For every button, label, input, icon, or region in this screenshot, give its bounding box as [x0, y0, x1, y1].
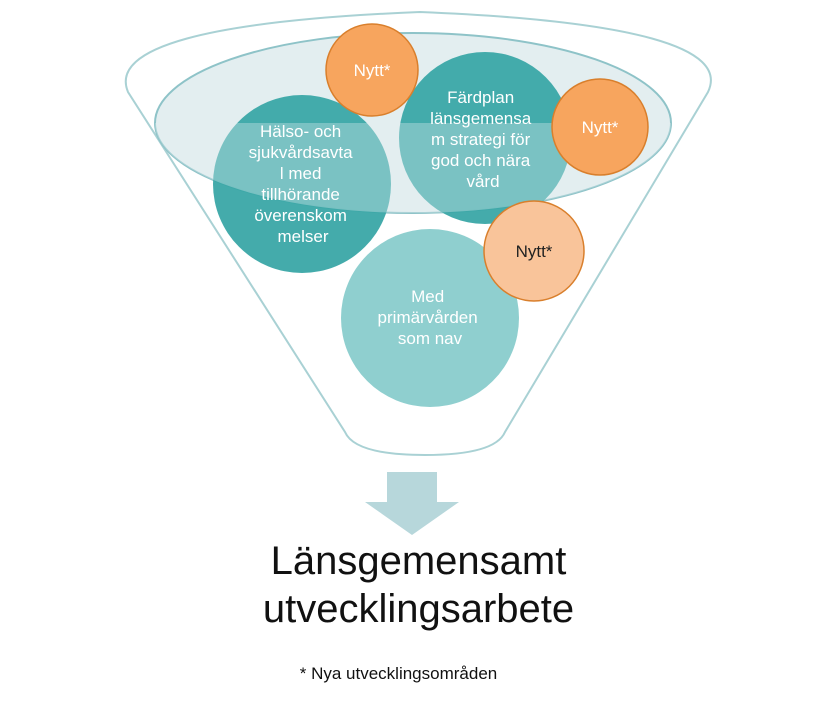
- circle-primarvard-line: som nav: [398, 329, 463, 348]
- circle-fardplan-line: god och nära: [431, 151, 531, 170]
- circle-halso-line: l med: [280, 164, 322, 183]
- result-title-line1: Länsgemensamt: [270, 539, 567, 583]
- circle-halso-line: melser: [277, 227, 328, 246]
- circle-halso-line: tillhörande: [261, 185, 339, 204]
- circle-halso-text: Hälso- och sjukvårdsavta l med tillhöran…: [249, 122, 358, 246]
- circle-primarvard: [341, 229, 519, 407]
- circle-fardplan-line: vård: [466, 172, 499, 191]
- circle-fardplan-line: länsgemensa: [430, 109, 532, 128]
- circle-primarvard-line: primärvården: [378, 308, 478, 327]
- circle-primarvard-text: Med primärvården som nav: [378, 287, 483, 348]
- badge-nytt-1-label: Nytt*: [354, 61, 391, 80]
- circle-fardplan: [399, 52, 571, 224]
- badge-nytt-3: [483, 200, 585, 302]
- circle-fardplan-line: Färdplan: [447, 88, 514, 107]
- badge-nytt-3-label: Nytt*: [516, 242, 553, 261]
- badge-nytt-2: [551, 78, 649, 176]
- funnel-opening-overlay: [155, 123, 671, 213]
- circle-fardplan-line: m strategi för: [431, 130, 531, 149]
- circle-halso-line: Hälso- och: [260, 122, 341, 141]
- down-arrow-icon: [365, 472, 459, 535]
- result-title-line2: utvecklingsarbete: [262, 587, 575, 631]
- circle-halso-line: överenskom: [254, 206, 347, 225]
- footnote: * Nya utvecklingsområden: [299, 664, 498, 683]
- circle-fardplan-text: Färdplan länsgemensa m strategi för god …: [430, 88, 536, 191]
- circle-primarvard-line: Med: [411, 287, 444, 306]
- circle-halso-line: sjukvårdsavta: [249, 143, 353, 162]
- badge-nytt-2-label: Nytt*: [582, 118, 619, 137]
- circle-halso: [213, 95, 391, 273]
- badge-nytt-1: [325, 23, 419, 117]
